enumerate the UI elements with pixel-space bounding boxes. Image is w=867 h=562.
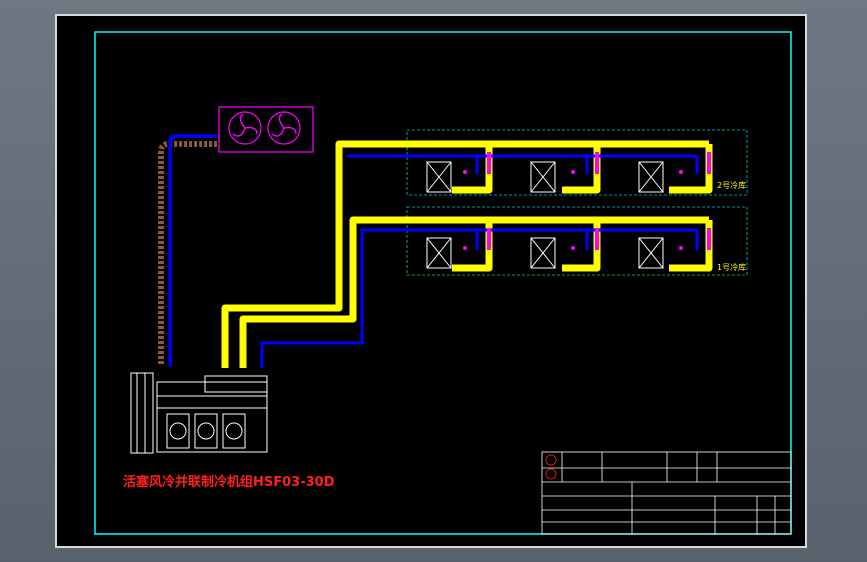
evaporator-unit <box>638 161 664 193</box>
suction-line-room-2 <box>347 154 699 174</box>
refrigeration-system-diagram: 2号冷库 1号冷库 活塞风冷并联制冷机组HSF03-30D <box>94 31 792 535</box>
cold-room-2-boundary <box>406 129 748 196</box>
evaporator-unit <box>530 161 556 193</box>
title-block <box>541 451 792 535</box>
air-cooled-condenser <box>218 106 314 153</box>
room-1-label: 1号冷库 <box>717 262 746 272</box>
evaporator-unit <box>638 237 664 269</box>
drawing-sheet: 2号冷库 1号冷库 活塞风冷并联制冷机组HSF03-30D <box>55 14 807 548</box>
evaporator-unit <box>530 237 556 269</box>
condenser-fan-icon <box>267 111 301 145</box>
discharge-line <box>158 141 217 364</box>
drawing-title: 活塞风冷并联制冷机组HSF03-30D <box>123 474 335 490</box>
evaporator-unit <box>426 237 452 269</box>
room-2-label: 2号冷库 <box>717 180 746 190</box>
evaporators-room-2 <box>426 161 664 193</box>
evaporators-room-1 <box>426 237 664 269</box>
condenser-fan-icon <box>228 111 262 145</box>
compressor-rack <box>130 372 268 454</box>
evaporator-unit <box>426 161 452 193</box>
valve-markers <box>463 152 711 250</box>
liquid-line-room-2 <box>221 140 713 368</box>
condensate-return-line <box>168 134 217 366</box>
cold-room-1-boundary <box>406 206 748 276</box>
inner-frame <box>94 31 792 535</box>
suction-line-room-1 <box>260 228 699 368</box>
